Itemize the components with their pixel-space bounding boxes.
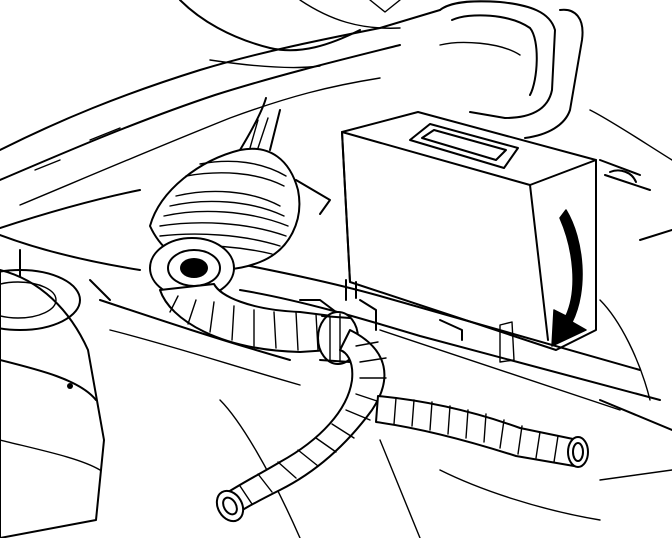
mount-bracket	[299, 299, 377, 331]
arrow-icon	[551, 209, 587, 347]
hose-lower	[159, 283, 333, 353]
cylindrical-housing	[0, 269, 105, 538]
duct-outlet	[149, 237, 235, 299]
cowl-panel	[0, 0, 441, 229]
box-handle	[409, 123, 519, 169]
floor-panel	[0, 234, 672, 538]
hose-down	[215, 329, 387, 523]
seat-back	[439, 0, 672, 191]
hose-right	[375, 395, 589, 468]
control-module-box	[341, 111, 597, 351]
